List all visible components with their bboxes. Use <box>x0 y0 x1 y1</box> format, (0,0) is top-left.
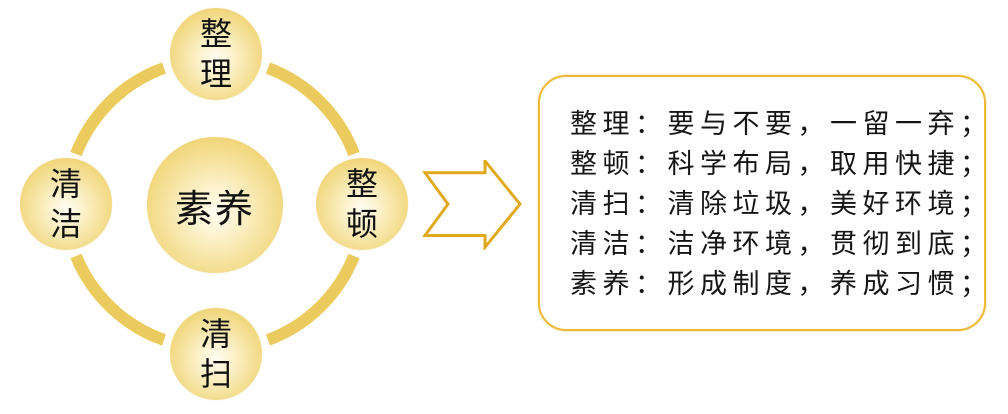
node-label: 理 <box>199 55 232 93</box>
explanation-line-seiso: 清扫：清除垃圾，美好环境； <box>570 189 993 220</box>
explanation-line-shitsuke: 素养：形成制度，养成习惯； <box>570 269 993 300</box>
node-shitsuke-center: 素养 <box>147 137 283 273</box>
node-label: 整 <box>345 165 378 203</box>
ring-arc-bottom-right <box>265 253 360 346</box>
node-label: 清 <box>49 165 82 203</box>
explanation-line-seiri: 整理：要与不要，一留一弃； <box>570 109 993 140</box>
node-label: 顿 <box>345 205 378 243</box>
ring-arc-top-left <box>70 62 167 157</box>
node-label: 清 <box>199 315 232 353</box>
explanation-box: 整理：要与不要，一留一弃； 整顿：科学布局，取用快捷； 清扫：清除垃圾，美好环境… <box>538 75 987 331</box>
explanation-line-seiton: 整顿：科学布局，取用快捷； <box>570 149 993 180</box>
node-label: 洁 <box>49 205 82 243</box>
explanation-line-seiketsu: 清洁：洁净环境，贯彻到底； <box>570 229 993 260</box>
ring-arc-bottom-left <box>70 253 167 346</box>
center-label: 素养 <box>174 186 255 231</box>
right-arrow-outline-icon <box>422 160 522 250</box>
ring-arc-top-right <box>265 62 360 157</box>
node-seiri: 整 理 <box>170 8 262 100</box>
node-seiso: 清 扫 <box>170 308 262 400</box>
cycle-ring <box>70 62 360 346</box>
node-seiton: 整 顿 <box>316 158 408 250</box>
node-seiketsu: 清 洁 <box>20 158 112 250</box>
node-label: 整 <box>199 15 232 53</box>
node-label: 扫 <box>199 355 232 393</box>
explanation-lines: 整理：要与不要，一留一弃； 整顿：科学布局，取用快捷； 清扫：清除垃圾，美好环境… <box>570 105 993 305</box>
